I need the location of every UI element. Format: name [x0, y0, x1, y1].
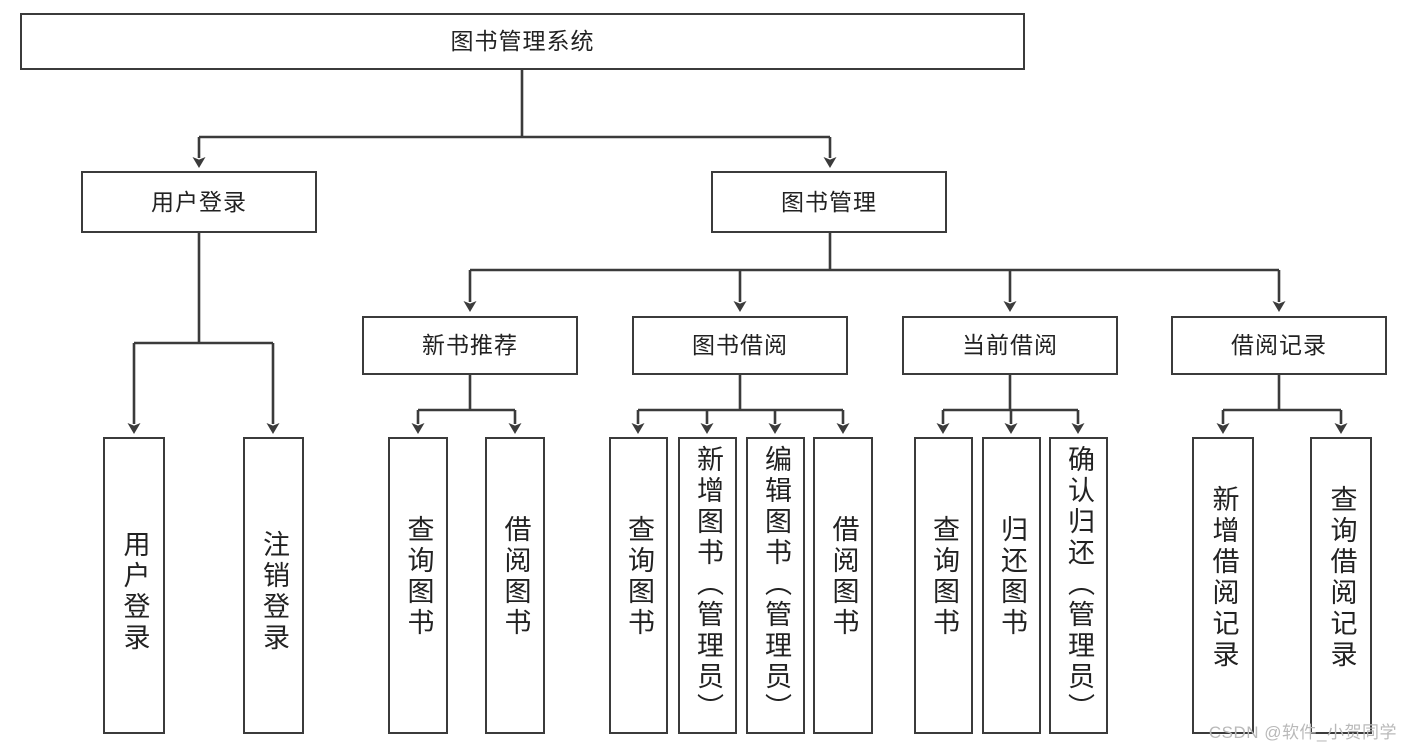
node-leaf-add-borrow-record[interactable]: 新增借阅记录 — [1192, 437, 1254, 734]
node-label: 借阅图书 — [500, 515, 531, 639]
node-leaf-query-book-1[interactable]: 查询图书 — [388, 437, 448, 734]
node-leaf-query-borrow-record[interactable]: 查询借阅记录 — [1310, 437, 1372, 734]
node-leaf-confirm-return-admin[interactable]: 确认归还（管理员） — [1049, 437, 1108, 734]
node-leaf-query-book-3[interactable]: 查询图书 — [914, 437, 973, 734]
node-label: 借阅记录 — [1231, 332, 1327, 359]
node-label: 用户登录 — [119, 530, 150, 654]
node-leaf-user-login[interactable]: 用户登录 — [103, 437, 165, 734]
node-user-login[interactable]: 用户登录 — [81, 171, 317, 233]
node-label: 新书推荐 — [422, 332, 518, 359]
node-label: 查询图书 — [624, 515, 654, 639]
node-label: 确认归还（管理员） — [1064, 445, 1094, 724]
node-label: 查询图书 — [403, 515, 434, 639]
node-label: 借阅图书 — [828, 515, 859, 639]
node-label: 查询借阅记录 — [1326, 485, 1357, 671]
node-borrow-record[interactable]: 借阅记录 — [1171, 316, 1387, 375]
node-label: 图书管理系统 — [450, 28, 595, 55]
node-leaf-logout-login[interactable]: 注销登录 — [243, 437, 304, 734]
node-label: 注销登录 — [259, 530, 289, 654]
node-leaf-add-book-admin[interactable]: 新增图书（管理员） — [678, 437, 737, 734]
node-label: 新增借阅记录 — [1208, 485, 1239, 671]
node-leaf-query-book-2[interactable]: 查询图书 — [609, 437, 668, 734]
node-new-book-recommend[interactable]: 新书推荐 — [362, 316, 578, 375]
node-label: 图书管理 — [781, 188, 877, 215]
node-label: 查询图书 — [929, 515, 959, 639]
node-label: 新增图书（管理员） — [693, 445, 723, 724]
node-root-title[interactable]: 图书管理系统 — [20, 13, 1025, 70]
node-leaf-edit-book-admin[interactable]: 编辑图书（管理员） — [746, 437, 805, 734]
node-label: 用户登录 — [151, 188, 247, 215]
node-leaf-borrow-book-2[interactable]: 借阅图书 — [813, 437, 873, 734]
node-book-borrow[interactable]: 图书借阅 — [632, 316, 848, 375]
node-leaf-borrow-book-1[interactable]: 借阅图书 — [485, 437, 545, 734]
node-current-borrow[interactable]: 当前借阅 — [902, 316, 1118, 375]
node-label: 编辑图书（管理员） — [761, 445, 791, 724]
node-label: 图书借阅 — [692, 332, 788, 359]
node-book-management[interactable]: 图书管理 — [711, 171, 947, 233]
node-label: 归还图书 — [997, 515, 1027, 639]
node-leaf-return-book[interactable]: 归还图书 — [982, 437, 1041, 734]
node-label: 当前借阅 — [962, 332, 1058, 359]
